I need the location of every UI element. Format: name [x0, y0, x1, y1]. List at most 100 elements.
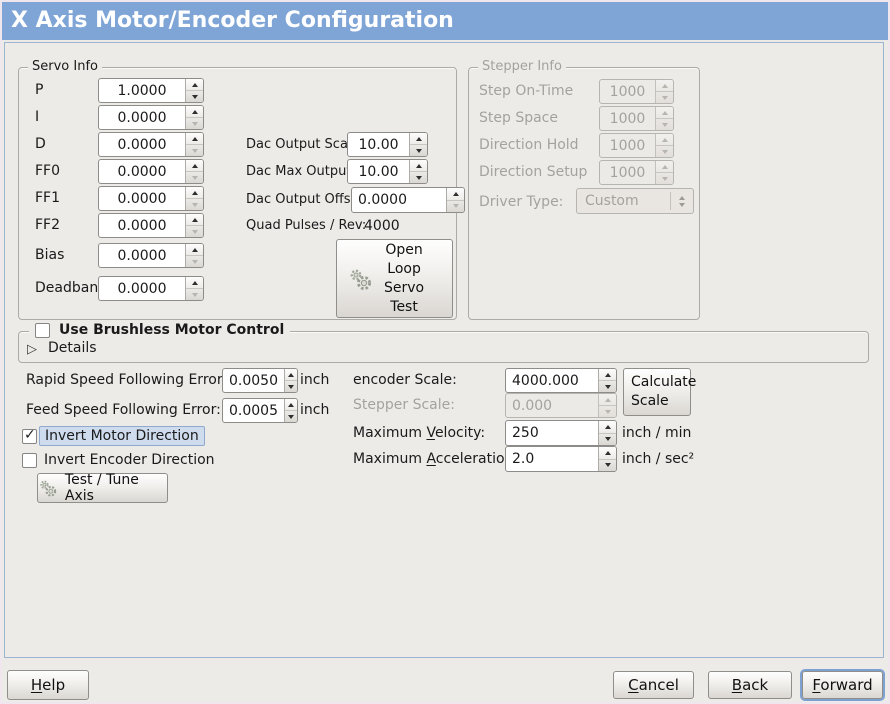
maximum-velocity-spinbox[interactable]: 250	[505, 420, 617, 446]
details-expander[interactable]: Details	[27, 338, 97, 357]
forward-button[interactable]: Forward	[802, 671, 883, 699]
invert-encoder-checkbox[interactable]	[22, 453, 37, 468]
spin-down-icon[interactable]	[186, 117, 203, 129]
rapid-error-unit: inch	[300, 372, 330, 388]
spin-up-icon[interactable]	[186, 79, 203, 90]
ff2-spinbox[interactable]: 0.0000	[98, 213, 204, 238]
spin-down-icon[interactable]	[599, 432, 616, 446]
p-spinbox[interactable]: 1.0000	[98, 78, 204, 103]
open-loop-servo-test-button[interactable]: Open Loop Servo Test	[336, 239, 453, 318]
spin-up-icon	[656, 161, 673, 172]
ff2-label: FF2	[35, 217, 61, 233]
test-tune-axis-button[interactable]: Test / Tune Axis	[37, 472, 168, 504]
gears-icon	[350, 269, 371, 290]
help-button[interactable]: Help	[7, 670, 89, 700]
dac-output-scale-spinbox[interactable]: 10.00	[347, 132, 428, 157]
spin-up-icon[interactable]	[410, 160, 427, 171]
quad-pulses-value: 4000	[364, 218, 400, 234]
spin-up-icon	[599, 394, 616, 405]
brushless-frame: Use Brushless Motor Control Details	[18, 322, 869, 363]
stepper-info-frame-title: Stepper Info	[478, 59, 566, 75]
i-spinbox[interactable]: 0.0000	[98, 105, 204, 130]
spin-up-icon[interactable]	[186, 277, 203, 288]
spin-down-icon[interactable]	[285, 410, 297, 422]
window-titlebar: X Axis Motor/Encoder Configuration	[2, 2, 888, 40]
spin-up-icon[interactable]	[285, 369, 297, 380]
expander-triangle-icon[interactable]	[27, 338, 37, 357]
spin-down-icon	[656, 172, 673, 184]
maximum-acceleration-spinbox[interactable]: 2.0	[505, 446, 617, 472]
maximum-acceleration-label: Maximum Acceleration:	[353, 451, 519, 467]
forward-label: Forward	[812, 676, 873, 694]
cancel-button[interactable]: Cancel	[613, 671, 694, 699]
spin-up-icon[interactable]	[186, 187, 203, 198]
spin-down-icon[interactable]	[186, 198, 203, 210]
spin-down-icon[interactable]	[285, 380, 297, 392]
details-label: Details	[48, 339, 97, 356]
dac-output-offset-label: Dac Output Offset:	[246, 192, 368, 207]
spin-up-icon[interactable]	[599, 421, 616, 433]
spin-down-icon[interactable]	[186, 225, 203, 237]
dac-max-output-spinbox[interactable]: 10.00	[347, 159, 428, 184]
back-button[interactable]: Back	[708, 671, 792, 699]
rapid-error-label: Rapid Speed Following Error:	[26, 372, 228, 388]
direction-setup-spinbox: 1000	[599, 160, 674, 185]
spin-up-icon[interactable]	[410, 133, 427, 144]
stepper-scale-spinbox: 0.000	[505, 393, 617, 418]
brushless-frame-header: Use Brushless Motor Control	[29, 322, 291, 338]
calculate-scale-button[interactable]: Calculate Scale	[623, 368, 696, 416]
spin-up-icon[interactable]	[186, 133, 203, 144]
spin-down-icon	[656, 118, 673, 130]
feed-error-spinbox[interactable]: 0.0005	[222, 398, 298, 423]
spin-up-icon[interactable]	[186, 160, 203, 171]
rapid-error-spinbox[interactable]: 0.0050	[222, 368, 298, 393]
spin-up-icon[interactable]	[599, 369, 616, 380]
spin-up-icon[interactable]	[285, 399, 297, 410]
maximum-acceleration-unit: inch / sec²	[622, 451, 695, 467]
spin-down-icon[interactable]	[410, 171, 427, 183]
spin-up-icon[interactable]	[186, 214, 203, 225]
invert-encoder-label[interactable]: Invert Encoder Direction	[44, 452, 215, 468]
spin-up-icon[interactable]	[447, 188, 464, 200]
ff1-spinbox[interactable]: 0.0000	[98, 186, 204, 211]
spin-up-icon[interactable]	[186, 106, 203, 117]
spin-down-icon[interactable]	[447, 199, 464, 213]
invert-motor-label[interactable]: Invert Motor Direction	[39, 426, 205, 446]
maximum-velocity-unit: inch / min	[622, 425, 692, 441]
spin-down-icon[interactable]	[186, 171, 203, 183]
ff1-label: FF1	[35, 190, 61, 206]
dac-output-offset-spinbox[interactable]: 0.0000	[351, 187, 465, 213]
use-brushless-checkbox[interactable]	[35, 322, 50, 338]
spin-down-icon[interactable]	[599, 380, 616, 392]
feed-error-unit: inch	[300, 402, 330, 418]
spin-down-icon[interactable]	[410, 144, 427, 156]
spin-down-icon[interactable]	[186, 288, 203, 300]
deadband-spinbox[interactable]: 0.0000	[98, 276, 204, 301]
dac-max-output-label: Dac Max Output:	[246, 164, 356, 179]
page-title: X Axis Motor/Encoder Configuration	[11, 8, 454, 33]
spin-up-icon[interactable]	[186, 244, 203, 255]
spin-down-icon	[656, 91, 673, 103]
driver-type-combobox: Custom	[576, 188, 694, 214]
stepper-info-frame: Stepper Info Step On-Time 1000 Step Spac…	[468, 59, 700, 320]
p-label: P	[35, 82, 44, 98]
spin-down-icon[interactable]	[186, 144, 203, 156]
spin-down-icon[interactable]	[599, 458, 616, 472]
spin-up-icon[interactable]	[599, 447, 616, 459]
spin-down-icon[interactable]	[186, 90, 203, 102]
spin-down-icon[interactable]	[186, 255, 203, 267]
spin-down-icon	[599, 405, 616, 417]
ff0-label: FF0	[35, 163, 61, 179]
direction-hold-spinbox: 1000	[599, 133, 674, 158]
bias-spinbox[interactable]: 0.0000	[98, 243, 204, 268]
help-label: Help	[30, 676, 66, 694]
ff0-spinbox[interactable]: 0.0000	[98, 159, 204, 184]
d-spinbox[interactable]: 0.0000	[98, 132, 204, 157]
bias-label: Bias	[35, 247, 65, 263]
driver-type-label: Driver Type:	[479, 194, 564, 210]
invert-motor-checkbox[interactable]	[22, 427, 37, 444]
encoder-scale-spinbox[interactable]: 4000.000	[505, 368, 617, 393]
servo-info-frame: Servo Info P 1.0000 I 0.0000 D 0.0000 FF…	[18, 59, 465, 320]
direction-hold-label: Direction Hold	[479, 137, 579, 153]
back-label: Back	[731, 676, 769, 694]
